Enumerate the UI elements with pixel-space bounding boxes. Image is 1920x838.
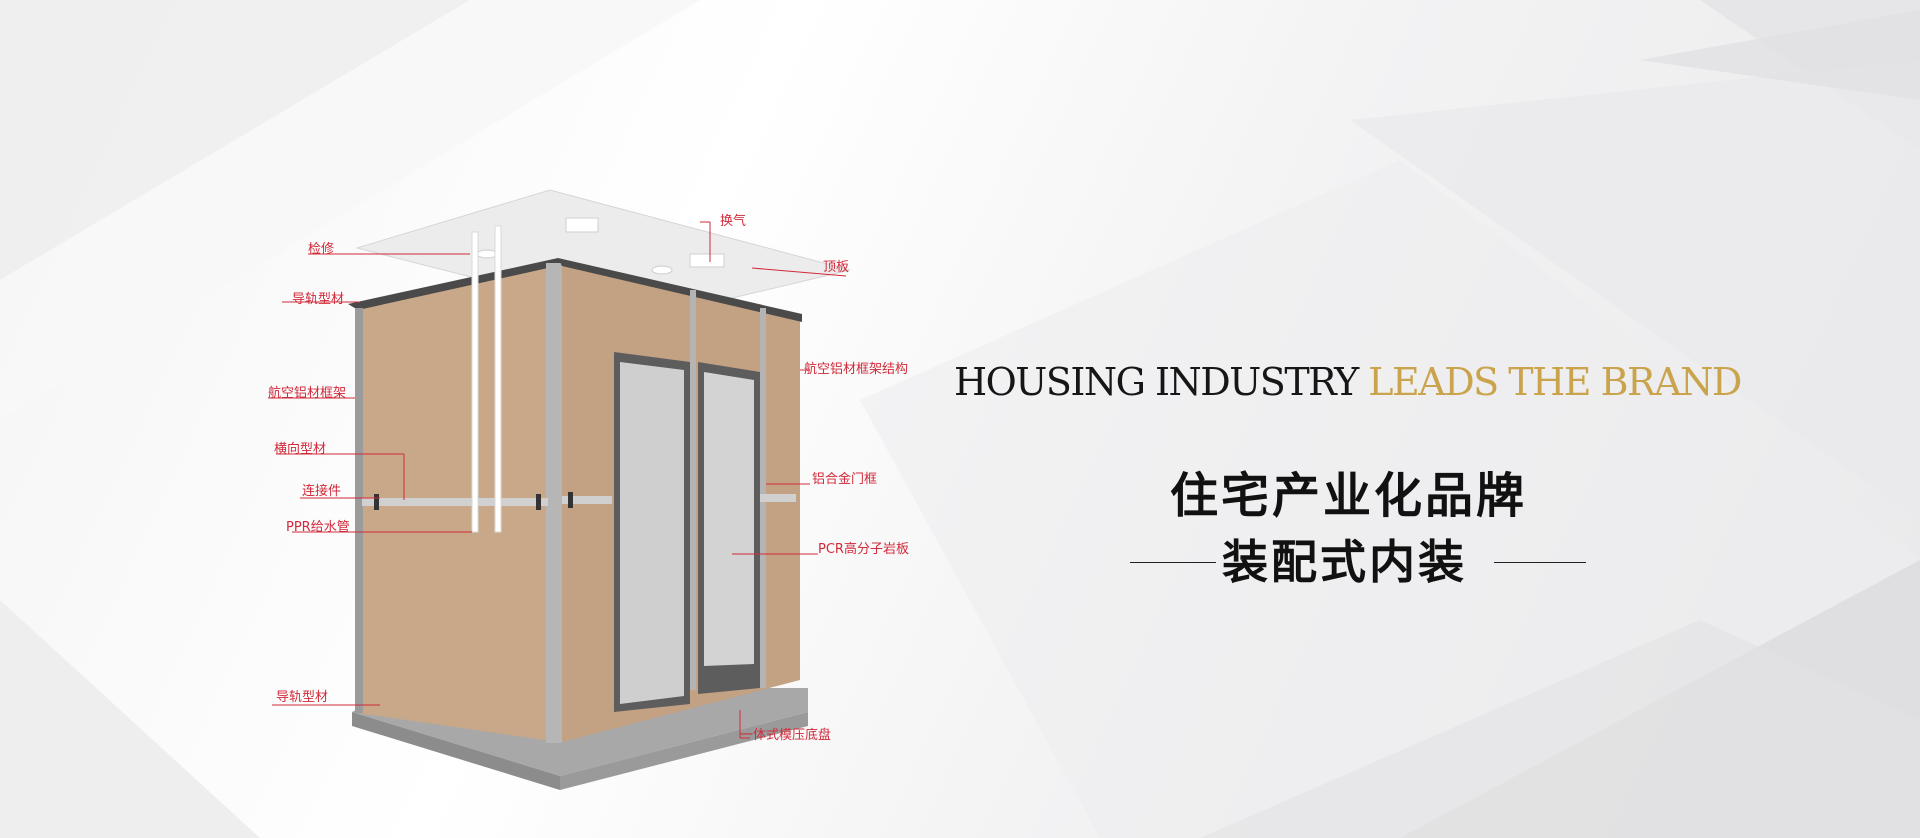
subtitle-right-rule	[1494, 562, 1586, 563]
callout-aluminum-frame: 航空铝材框架	[268, 386, 347, 401]
chinese-subtitle: 装配式内装	[1222, 535, 1467, 589]
callout-aluminum-frame-structure: 航空铝材框架结构	[804, 362, 909, 377]
chinese-title: 住宅产业化品牌	[1170, 468, 1528, 524]
callout-ppr-pipe: PPR给水管	[286, 520, 350, 535]
callout-guide-rail-profile-top: 导轨型材	[292, 292, 345, 307]
bathroom-pod-illustration	[268, 189, 851, 790]
vent-opening	[689, 253, 725, 268]
horizontal-profile	[362, 498, 548, 506]
chinese-subtitle-row: 装配式内装	[1130, 534, 1590, 590]
callout-pcr-slab: PCR高分子岩板	[818, 542, 909, 557]
headline-part-dark: HOUSING INDUSTRY	[954, 360, 1369, 404]
callout-access-hatch: 检修	[308, 242, 335, 257]
subtitle-left-rule	[1130, 562, 1216, 563]
callout-connector: 连接件	[302, 484, 342, 499]
callout-door-frame: 铝合金门框	[812, 472, 878, 487]
english-headline: HOUSING INDUSTRY LEADS THE BRAND	[954, 360, 1754, 404]
headline-part-gold: LEADS THE BRAND	[1368, 360, 1742, 404]
callout-molded-base-tray: 一体式模压底盘	[740, 728, 832, 743]
callout-horizontal-profile: 横向型材	[274, 442, 327, 457]
vent-opening	[565, 217, 599, 233]
corner-post	[546, 263, 562, 743]
callout-ceiling-panel: 顶板	[823, 260, 850, 275]
ppr-water-pipe	[471, 231, 479, 533]
callout-leader-lines	[268, 221, 847, 739]
callout-guide-rail-profile-bottom: 导轨型材	[276, 690, 329, 705]
callout-ventilation: 换气	[720, 214, 747, 229]
